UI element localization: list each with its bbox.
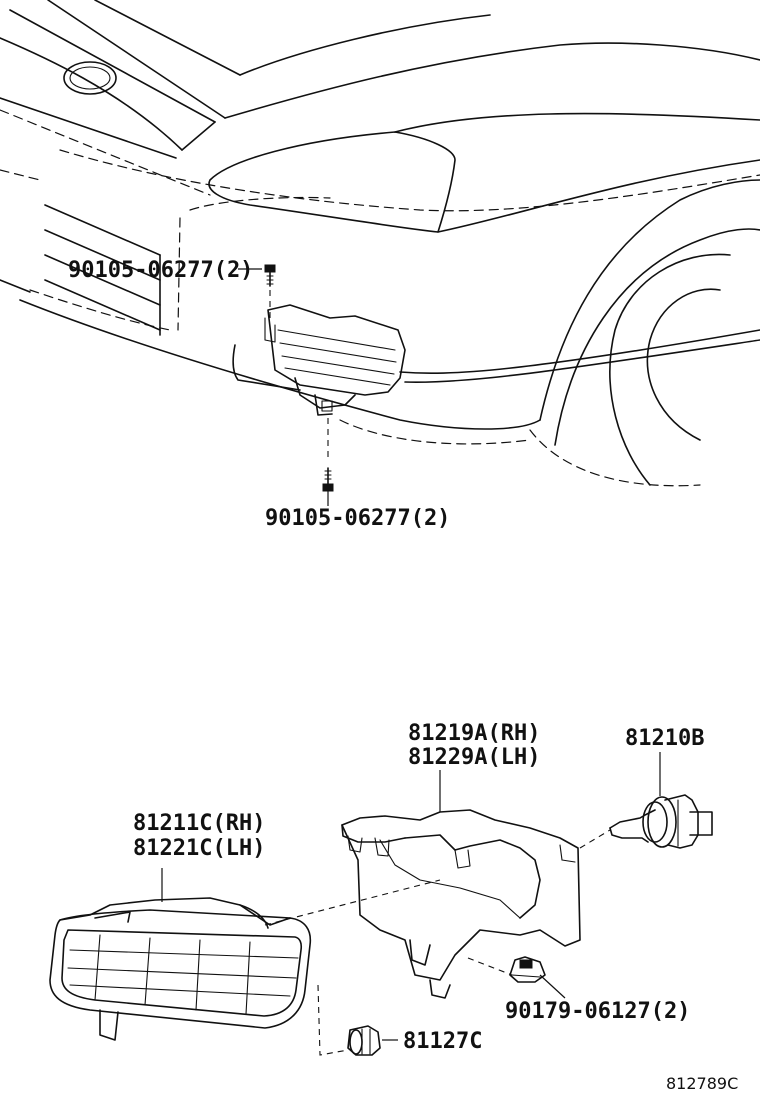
bolt-lower-icon [322,418,334,506]
clip-nut-icon [509,956,566,999]
fog-lamp-bracket [341,809,581,999]
bulb-socket-icon [347,1025,398,1056]
label-bracket-lh: 81229A(LH) [408,745,540,770]
drawing-code: 812789C [666,1074,738,1093]
exploded-view-guides [264,829,611,1056]
label-lamp-lh: 81221C(LH) [133,836,265,861]
label-lamp-rh: 81211C(RH) [133,811,265,836]
fog-lamp-installed [264,304,406,416]
label-bolt-upper: 90105-06277(2) [68,258,253,283]
label-bulb: 81210B [625,726,704,751]
bolt-upper-icon [238,264,276,318]
label-bracket-rh: 81219A(RH) [408,721,540,746]
label-socket: 81127C [403,1029,482,1054]
car-hidden-lines [0,109,760,487]
label-nut: 90179-06127(2) [505,999,690,1024]
car-body-outline [0,0,760,486]
fog-lamp-lens [49,868,312,1041]
label-bolt-lower: 90105-06277(2) [265,506,450,531]
fog-lamp-bulb-icon [609,752,713,849]
